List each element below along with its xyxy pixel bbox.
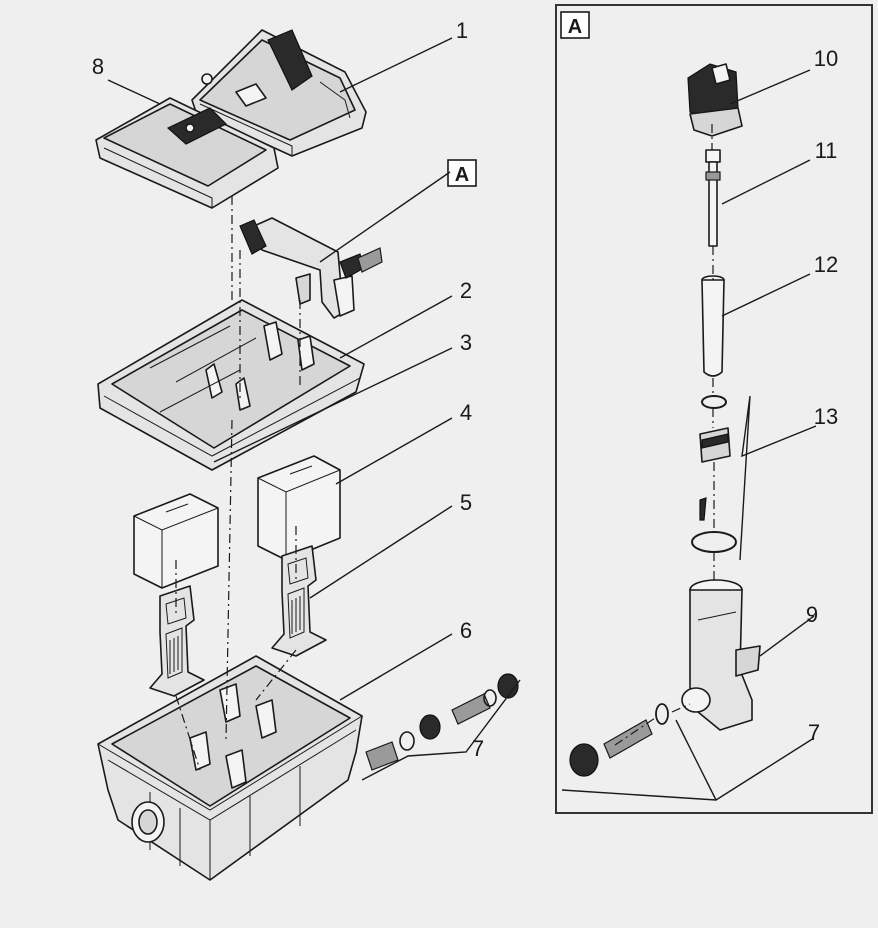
callout-4: 4 bbox=[460, 400, 472, 425]
callout-7-main: 7 bbox=[472, 736, 484, 761]
callout-1: 1 bbox=[456, 18, 468, 43]
callout-9: 9 bbox=[806, 602, 818, 627]
part-7-fittings-inset bbox=[569, 703, 669, 777]
part-5-holder-left bbox=[149, 585, 205, 697]
callout-3: 3 bbox=[460, 330, 472, 355]
callout-8: 8 bbox=[92, 54, 104, 79]
callout-11: 11 bbox=[815, 138, 838, 163]
callout-7-inset: 7 bbox=[808, 720, 820, 745]
part-10-uv-head bbox=[687, 63, 743, 137]
leader-lines bbox=[107, 37, 817, 801]
part-9-uv-housing bbox=[681, 579, 761, 731]
main-marker-label: A bbox=[455, 164, 469, 186]
callout-13: 13 bbox=[814, 404, 838, 429]
part-5-holder-right bbox=[271, 545, 327, 657]
callout-2: 2 bbox=[460, 278, 472, 303]
part-4-foam-right bbox=[257, 455, 341, 561]
callout-5: 5 bbox=[460, 490, 472, 515]
part-7-fittings-main bbox=[365, 673, 519, 771]
part-a-uv-unit bbox=[239, 217, 383, 319]
assembly-dash-lines bbox=[175, 124, 715, 771]
callout-12: 12 bbox=[814, 252, 838, 277]
inset-marker-label: A bbox=[568, 16, 582, 38]
part-12-quartz-tube bbox=[701, 275, 725, 377]
callout-10: 10 bbox=[814, 46, 838, 71]
inset-marker-box bbox=[560, 11, 590, 39]
part-2-tray bbox=[97, 299, 365, 471]
part-8-lid-left bbox=[95, 97, 279, 209]
callout-6: 6 bbox=[460, 618, 472, 643]
part-6-housing bbox=[97, 655, 363, 881]
part-4-foam-left bbox=[133, 493, 219, 589]
main-marker-box bbox=[447, 159, 477, 187]
